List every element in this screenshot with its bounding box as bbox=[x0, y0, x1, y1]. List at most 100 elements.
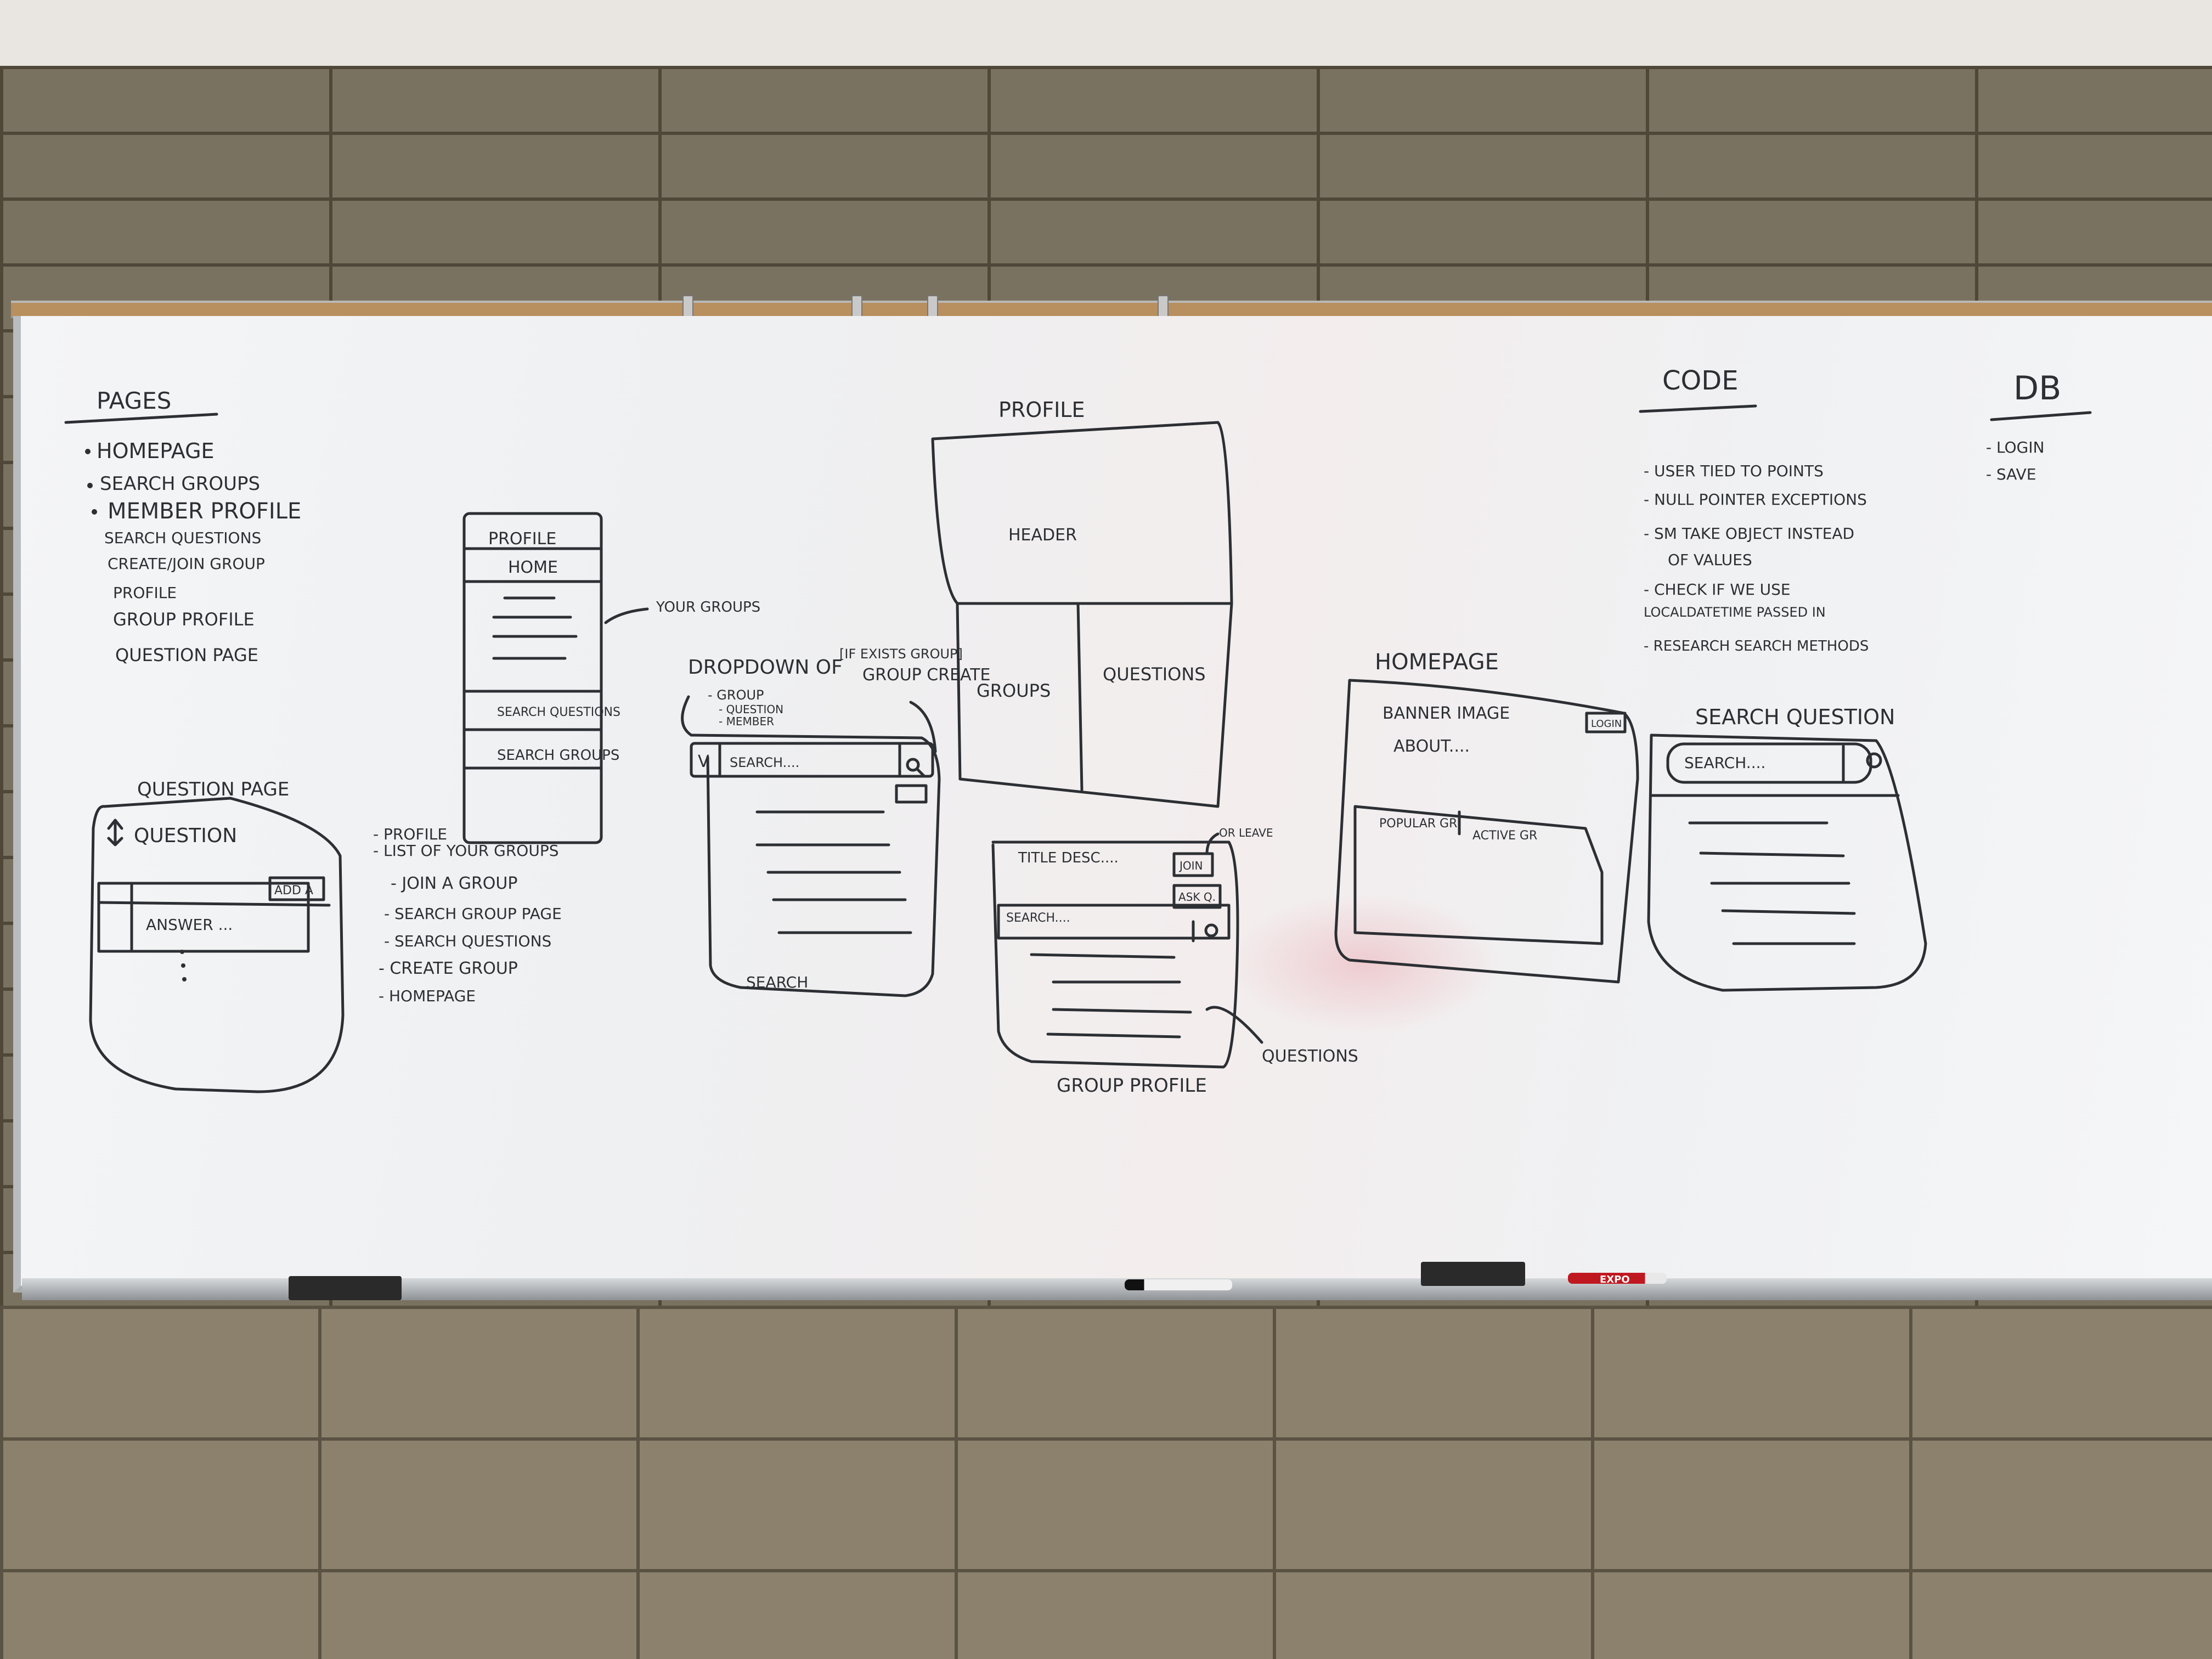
code-item: OF VALUES bbox=[1668, 551, 1752, 569]
homepage-sketch: HOMEPAGE BANNER IMAGE ABOUT.... LOGIN PO… bbox=[1334, 650, 1639, 984]
search-icon bbox=[1866, 752, 1882, 769]
tabs-panel bbox=[1353, 805, 1604, 945]
result-lines bbox=[755, 810, 912, 934]
dropdown-option: - QUESTION bbox=[719, 703, 783, 716]
pages-item: MEMBER PROFILE bbox=[108, 499, 301, 524]
arrow bbox=[604, 607, 649, 624]
feature-item: - PROFILE bbox=[373, 825, 447, 843]
dot bbox=[181, 963, 185, 968]
pages-list: PAGES HOMEPAGE SEARCH GROUPS MEMBER PROF… bbox=[64, 387, 301, 665]
arrow bbox=[1205, 832, 1220, 855]
code-item: - SM TAKE OBJECT INSTEAD bbox=[1644, 524, 1854, 543]
arrow bbox=[1205, 1006, 1263, 1044]
db-notes: DB - LOGIN - SAVE bbox=[1986, 369, 2092, 483]
arrow bbox=[909, 701, 937, 753]
underline bbox=[64, 413, 218, 424]
search-placeholder: SEARCH.... bbox=[730, 755, 799, 770]
ask-q-label: ASK Q. bbox=[1178, 890, 1216, 904]
search-question-title: SEARCH QUESTION bbox=[1695, 705, 1895, 729]
pages-item: GROUP PROFILE bbox=[113, 609, 255, 630]
sidebar-home: HOME bbox=[508, 558, 558, 577]
search-page-frame bbox=[690, 733, 941, 997]
ask-q-button bbox=[1172, 884, 1222, 909]
pages-item: HOMEPAGE bbox=[97, 439, 215, 463]
search-question-frame bbox=[1647, 733, 1927, 992]
group-lines bbox=[492, 596, 578, 660]
profile-header bbox=[931, 421, 1233, 605]
feature-item: - CREATE GROUP bbox=[379, 959, 518, 978]
search-icon bbox=[906, 758, 920, 772]
question-label: QUESTION bbox=[134, 825, 237, 847]
group-profile-sketch: TITLE DESC.... JOIN OR LEAVE ASK Q. SEAR… bbox=[991, 826, 1358, 1097]
join-label: JOIN bbox=[1178, 859, 1203, 872]
login-button bbox=[1585, 712, 1627, 733]
exists-note: [IF EXISTS GROUP] bbox=[839, 646, 963, 662]
nav-sidebar-sketch: PROFILE HOME SEARCH QUESTIONS SEARCH GRO… bbox=[462, 512, 760, 844]
search-bar bbox=[690, 742, 934, 778]
sidebar-profile: PROFILE bbox=[488, 529, 556, 549]
question-lines bbox=[1030, 953, 1192, 1039]
dot bbox=[180, 950, 184, 954]
code-title: CODE bbox=[1662, 365, 1739, 396]
feature-item: - LIST OF YOUR GROUPS bbox=[373, 842, 559, 860]
sidebar-dividers bbox=[462, 547, 603, 770]
feature-item: - HOMEPAGE bbox=[379, 987, 476, 1005]
dropdown-option: - GROUP bbox=[708, 687, 764, 703]
code-item: - NULL POINTER EXCEPTIONS bbox=[1644, 490, 1867, 509]
login-label: LOGIN bbox=[1591, 718, 1622, 730]
underline bbox=[1639, 404, 1757, 413]
red-marker[interactable] bbox=[1568, 1273, 1667, 1284]
divider bbox=[97, 901, 331, 907]
search-page-sketch: DROPDOWN OF - GROUP - QUESTION - MEMBER … bbox=[681, 646, 991, 997]
search-icon bbox=[1204, 923, 1218, 938]
pages-item: CREATE/JOIN GROUP bbox=[108, 555, 265, 573]
tab-popular: POPULAR GR bbox=[1379, 817, 1457, 831]
dropdown-option: - MEMBER bbox=[719, 715, 774, 728]
code-item: LOCALDATETIME PASSED IN bbox=[1644, 605, 1826, 620]
bullet bbox=[85, 449, 91, 454]
code-notes: CODE - USER TIED TO POINTS - NULL POINTE… bbox=[1639, 365, 1869, 654]
code-item: - USER TIED TO POINTS bbox=[1644, 462, 1824, 480]
search-question-sketch: SEARCH QUESTION SEARCH.... bbox=[1647, 705, 1927, 992]
about-text: ABOUT.... bbox=[1393, 737, 1470, 756]
question-page-title: QUESTION PAGE bbox=[137, 778, 289, 800]
sidebar-frame bbox=[462, 512, 603, 844]
sidebar-search-groups: SEARCH GROUPS bbox=[497, 747, 619, 764]
join-button bbox=[1172, 852, 1214, 877]
profile-questions: QUESTIONS bbox=[1103, 664, 1206, 685]
pages-item: SEARCH QUESTIONS bbox=[104, 529, 261, 547]
search-bar-divider bbox=[718, 742, 901, 778]
question-page-sketch: QUESTION PAGE QUESTION ADD A ANSWER ... bbox=[89, 778, 345, 1093]
bullet bbox=[92, 509, 97, 515]
profile-header-label: HEADER bbox=[1008, 526, 1077, 545]
vote-arrows bbox=[107, 819, 123, 847]
ceiling bbox=[0, 0, 2212, 66]
group-profile-label: GROUP PROFILE bbox=[1057, 1075, 1207, 1097]
group-search-bar bbox=[997, 904, 1231, 940]
code-item: - RESEARCH SEARCH METHODS bbox=[1644, 638, 1869, 654]
cork-strip bbox=[11, 301, 2212, 318]
profile-groups: GROUPS bbox=[977, 680, 1051, 701]
title-desc: TITLE DESC.... bbox=[1018, 850, 1119, 866]
create-button bbox=[895, 784, 928, 804]
feature-item: - SEARCH QUESTIONS bbox=[384, 932, 551, 950]
add-answer-label: ADD A bbox=[274, 884, 313, 898]
red-smudge bbox=[1228, 892, 1502, 1035]
black-marker[interactable] bbox=[1125, 1279, 1232, 1290]
profile-sketch: PROFILE HEADER GROUPS QUESTIONS bbox=[931, 398, 1233, 808]
answer-label: ANSWER ... bbox=[146, 916, 233, 934]
sidebar-search-questions: SEARCH QUESTIONS bbox=[497, 706, 620, 719]
questions-note: QUESTIONS bbox=[1262, 1047, 1358, 1066]
profile-feature-list: - PROFILE - LIST OF YOUR GROUPS - JOIN A… bbox=[373, 825, 562, 1005]
homepage-title: HOMEPAGE bbox=[1375, 650, 1499, 675]
eraser[interactable] bbox=[1421, 1262, 1525, 1286]
eraser[interactable] bbox=[289, 1276, 402, 1300]
pages-item: QUESTION PAGE bbox=[115, 645, 258, 665]
dropdown-glyph: V bbox=[698, 752, 709, 771]
or-leave-note: OR LEAVE bbox=[1219, 826, 1273, 839]
profile-panels bbox=[956, 602, 1233, 808]
profile-title: PROFILE bbox=[998, 398, 1085, 422]
underline bbox=[1990, 411, 2092, 421]
bullet bbox=[87, 483, 93, 488]
